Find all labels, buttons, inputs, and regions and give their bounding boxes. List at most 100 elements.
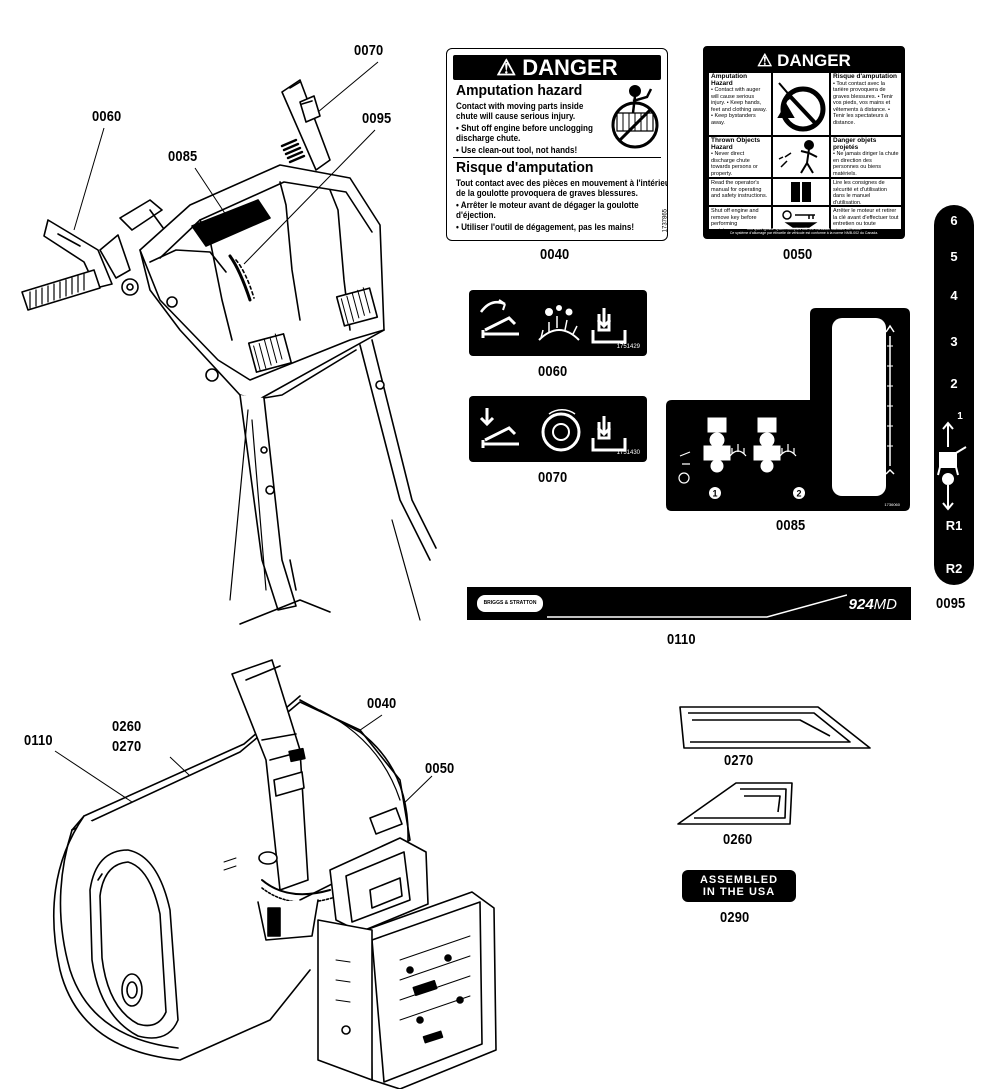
handle-console-illustration	[21, 79, 437, 625]
decal-0110-model-strip: BRIGGS & STRATTON 924MD	[467, 587, 911, 620]
callout-label-0050: 0050	[425, 760, 455, 777]
callout-label-0085: 0085	[168, 148, 198, 165]
model-number: 924MD	[849, 596, 897, 613]
text-fr-line: • Arrêter le moteur avant de dégager la …	[456, 200, 639, 210]
cell-manual-icon	[773, 179, 829, 205]
cell-key-fr: Arrêter le moteur et retirer la clé avan…	[831, 207, 901, 229]
cell-key-en: Shut off engine and remove key before pe…	[709, 207, 771, 229]
caption-0095: 0095	[936, 595, 966, 612]
gear-5: 5	[950, 249, 958, 264]
text-en-line: • Use clean-out tool, not hands!	[456, 145, 578, 155]
badge-line-1: ASSEMBLED	[699, 874, 779, 886]
cell-text: • Ne jamais diriger la chute en directio…	[833, 151, 899, 177]
operator-step-2: 2	[796, 489, 801, 499]
cell-title: Danger objets projetés	[833, 137, 877, 151]
gear-3: 3	[950, 334, 958, 349]
text-fr-line: Tout contact avec des pièces en mouvemen…	[456, 178, 668, 188]
caption-0085: 0085	[776, 517, 806, 534]
cell-amputation-fr: Risque d'amputation• Tout contact avec l…	[831, 73, 901, 135]
caption-0040: 0040	[540, 246, 570, 263]
text-en-line: discharge chute.	[456, 133, 521, 143]
cell-amputation-icon	[773, 73, 829, 135]
drive-engage-icons	[479, 408, 627, 452]
caption-0070: 0070	[538, 469, 568, 486]
cell-key-icon	[773, 207, 829, 229]
decal-0060: 1751429	[469, 290, 647, 356]
text-fr-line: d'éjection.	[456, 210, 496, 220]
brand-logo: BRIGGS & STRATTON	[477, 595, 543, 612]
thrown-objects-icon	[778, 140, 818, 174]
warning-triangle-icon: ⚠	[496, 55, 523, 80]
danger-header-text: DANGER	[522, 55, 618, 80]
warning-triangle-icon: ⚠	[757, 51, 778, 70]
cell-manual-fr: Lire les consignes de sécurité et d'util…	[831, 179, 901, 205]
part-number: 1751430	[616, 450, 640, 456]
footer-text: This spark ignition system complies with…	[708, 227, 900, 235]
caption-0050: 0050	[783, 246, 813, 263]
caption-0270: 0270	[724, 752, 754, 769]
badge-line-2: IN THE USA	[702, 886, 776, 898]
cell-text: • Tout contact avec la tarière provoquer…	[833, 80, 893, 126]
footer-line: This spark ignition system complies with…	[746, 227, 862, 231]
part-number: 1751429	[616, 344, 640, 350]
cell-thrown-icon	[773, 137, 829, 177]
caption-0110: 0110	[667, 631, 696, 648]
title-en: Amputation hazard	[456, 82, 583, 99]
part-number: 1736060	[884, 502, 900, 507]
callout-label-0060: 0060	[92, 108, 122, 125]
text-en-line: chute will cause serious injury.	[456, 111, 576, 121]
text-en-line: • Shut off engine before unclogging	[456, 123, 593, 133]
gear-6: 6	[950, 213, 958, 228]
operator-step-1: 1	[712, 489, 717, 499]
model-number-suffix: MD	[873, 596, 897, 613]
auger-hand-icon	[777, 82, 826, 132]
auger-engage-icons	[479, 299, 627, 344]
decal-0095-speed-strip: 6 5 4 3 2 1 R1 R2	[934, 205, 974, 585]
cell-title: Risque d'amputation	[833, 73, 898, 80]
caption-0060: 0060	[538, 363, 568, 380]
text-en-line: Contact with moving parts inside	[456, 101, 584, 111]
danger-header: ⚠ DANGER	[453, 55, 661, 80]
manual-book-icon	[791, 182, 811, 202]
gear-2: 2	[950, 376, 958, 391]
model-number-bold: 924	[848, 596, 874, 613]
callout-label-0095: 0095	[362, 110, 392, 127]
cell-title: Thrown Objects Hazard	[711, 137, 761, 151]
danger-decal-0050: ⚠ DANGER Amputation Hazard• Contact with…	[703, 46, 905, 239]
callout-label-0070: 0070	[354, 42, 384, 59]
decal-0070: 1751430	[469, 396, 647, 462]
text-fr-line: de la goulotte provoquera de graves bles…	[456, 188, 638, 198]
cell-text: • Never direct discharge chute towards p…	[711, 151, 758, 177]
text-fr-line: • Utiliser l'outil de dégagement, pas le…	[456, 222, 635, 232]
hand-in-chute-prohibited-icon	[611, 85, 659, 149]
cell-text: • Contact with auger will cause serious …	[711, 87, 767, 126]
caption-0290: 0290	[720, 909, 750, 926]
callout-label-0040: 0040	[367, 695, 397, 712]
forward-reverse-arrows-icon	[937, 421, 967, 511]
gear-4: 4	[950, 288, 958, 303]
gear-r1: R1	[945, 518, 963, 533]
callout-label-0110: 0110	[24, 732, 53, 749]
cell-manual-en: Read the operator's manual for operating…	[709, 179, 771, 205]
cell-title: Amputation Hazard	[711, 73, 748, 87]
swoosh-stripe	[547, 594, 847, 618]
danger-header-text: DANGER	[777, 51, 851, 70]
footer-line: Ce système d'allumage par étincelle de v…	[729, 231, 879, 235]
cell-thrown-en: Thrown Objects Hazard• Never direct disc…	[709, 137, 771, 177]
remove-key-icon	[782, 210, 818, 228]
divider	[453, 157, 661, 158]
callout-label-0270: 0270	[112, 738, 142, 755]
auger-housing-illustration	[52, 659, 497, 1089]
gear-r2: R2	[945, 561, 963, 576]
gear-1: 1	[957, 411, 963, 422]
danger-header: ⚠ DANGER	[704, 50, 904, 72]
cell-thrown-fr: Danger objets projetés• Ne jamais dirige…	[831, 137, 901, 177]
decal-0085-shift-plate: 1 2 1736060	[666, 308, 910, 511]
danger-decal-0040: ⚠ DANGER Amputation hazard Contact with …	[446, 48, 668, 241]
caption-0260: 0260	[723, 831, 753, 848]
decal-0290-assembled-badge: ASSEMBLED IN THE USA	[682, 870, 796, 902]
callout-label-0260: 0260	[112, 718, 142, 735]
cell-amputation-en: Amputation Hazard• Contact with auger wi…	[709, 73, 771, 135]
